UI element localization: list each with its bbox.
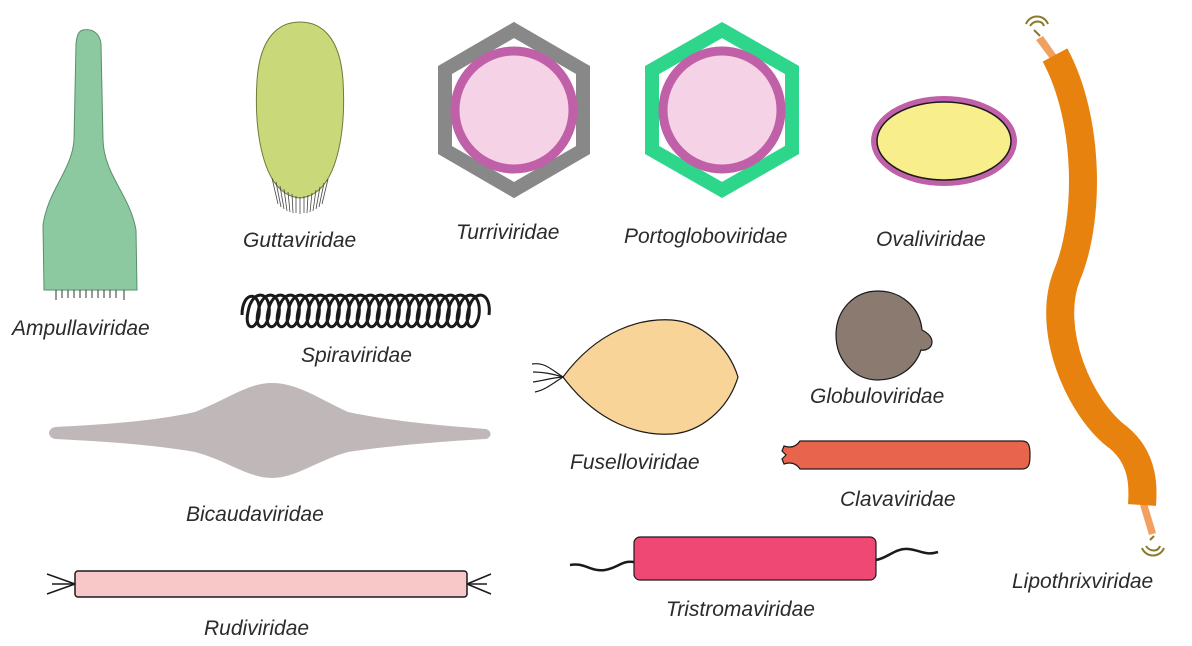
rudiviridae-virion (47, 571, 491, 597)
rudiviridae-label: Rudiviridae (204, 617, 309, 640)
terminal-claw-icon (1026, 17, 1048, 37)
ovaliviridae-label: Ovaliviridae (876, 228, 986, 251)
guttaviridae-label: Guttaviridae (243, 229, 356, 252)
guttaviridae-virion (256, 22, 343, 214)
globuloviridae-label: Globuloviridae (810, 385, 944, 408)
clavaviridae-virion (782, 441, 1030, 469)
tristromaviridae-label: Tristromaviridae (666, 598, 815, 621)
bicaudaviridae-virion (49, 383, 491, 478)
clavaviridae-label: Clavaviridae (840, 488, 956, 511)
fuselloviridae-label: Fuselloviridae (570, 451, 700, 474)
portogloboviridae-label: Portogloboviridae (624, 225, 787, 248)
turriviridae-label: Turriviridae (456, 221, 559, 244)
spiraviridae-label: Spiraviridae (301, 344, 412, 367)
globuloviridae-virion (836, 291, 932, 380)
tristromaviridae-virion (570, 537, 938, 580)
lipothrixviridae-virion (1026, 17, 1164, 556)
bicaudaviridae-label: Bicaudaviridae (186, 503, 324, 526)
spiraviridae-virion (242, 295, 489, 327)
ampullaviridae-virion (43, 30, 137, 300)
fuselloviridae-virion (532, 320, 738, 434)
turriviridae-virion (445, 30, 583, 190)
terminal-claw-icon (1142, 536, 1164, 556)
portogloboviridae-virion (652, 30, 792, 190)
lipothrixviridae-label: Lipothrixviridae (1012, 570, 1153, 593)
ampullaviridae-label: Ampullaviridae (10, 317, 150, 340)
ovaliviridae-virion (871, 96, 1017, 186)
